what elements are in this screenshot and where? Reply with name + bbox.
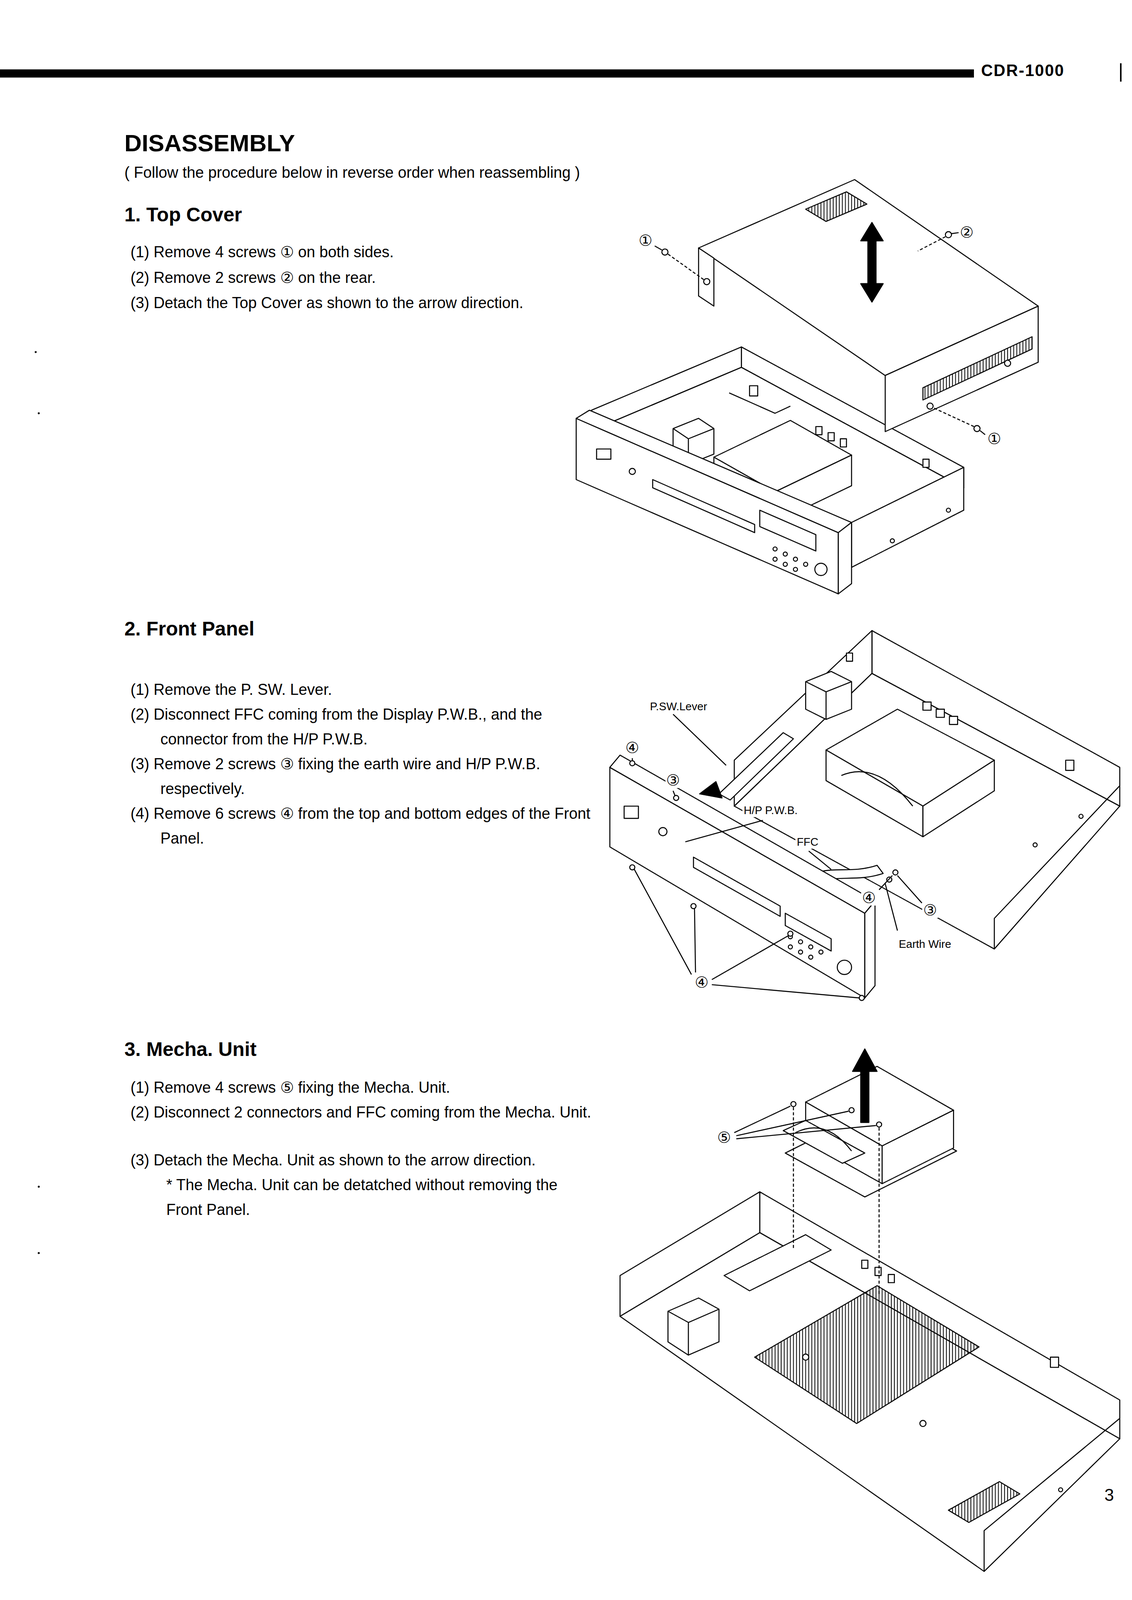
callout-number: ④ [624,739,640,756]
section-heading: 1. Top Cover [124,202,242,227]
step-text: (2) Disconnect 2 connectors and FFC comi… [130,1099,595,1125]
part-label: Earth Wire [897,937,953,951]
step-text: (1) Remove the P. SW. Lever. [130,677,595,702]
step-text: (3) Remove 2 screws ③ fixing the earth w… [130,751,595,801]
top-cover-figure [576,179,1039,594]
front-panel-figure [609,630,1121,1001]
callout-number: ① [986,431,1003,447]
callout-number: ① [637,232,654,249]
callout-number: ② [958,224,975,241]
part-label: FFC [795,835,820,849]
instruction-note: ( Follow the procedure below in reverse … [124,163,581,182]
model-number: CDR-1000 [981,61,1065,81]
part-label: H/P P.W.B. [742,803,799,817]
callout-number: ④ [693,974,710,990]
callout-number: ③ [922,902,938,918]
mecha-unit-figure [620,1048,1121,1572]
step-note: * The Mecha. Unit can be detatched witho… [166,1172,594,1222]
header-bar [0,69,974,78]
page-number: 3 [1104,1483,1115,1505]
step-text: (4) Remove 6 screws ④ from the top and b… [130,800,595,851]
step-text: (3) Detach the Mecha. Unit as shown to t… [130,1147,595,1173]
callout-number: ⑤ [716,1129,732,1145]
step-text: (2) Disconnect FFC coming from the Displ… [130,701,595,752]
step-text: (2) Remove 2 screws ② on the rear. [130,265,595,291]
page-title: DISASSEMBLY [124,128,295,158]
step-text: (1) Remove 4 screws ⑤ fixing the Mecha. … [130,1074,595,1100]
callout-number: ③ [665,772,681,788]
section-heading: 2. Front Panel [124,616,255,641]
step-text: (3) Detach the Top Cover as shown to the… [130,290,595,316]
step-text: (1) Remove 4 screws ① on both sides. [130,239,595,265]
part-label: P.SW.Lever [648,699,709,713]
callout-number: ④ [861,889,877,906]
section-heading: 3. Mecha. Unit [124,1037,257,1061]
